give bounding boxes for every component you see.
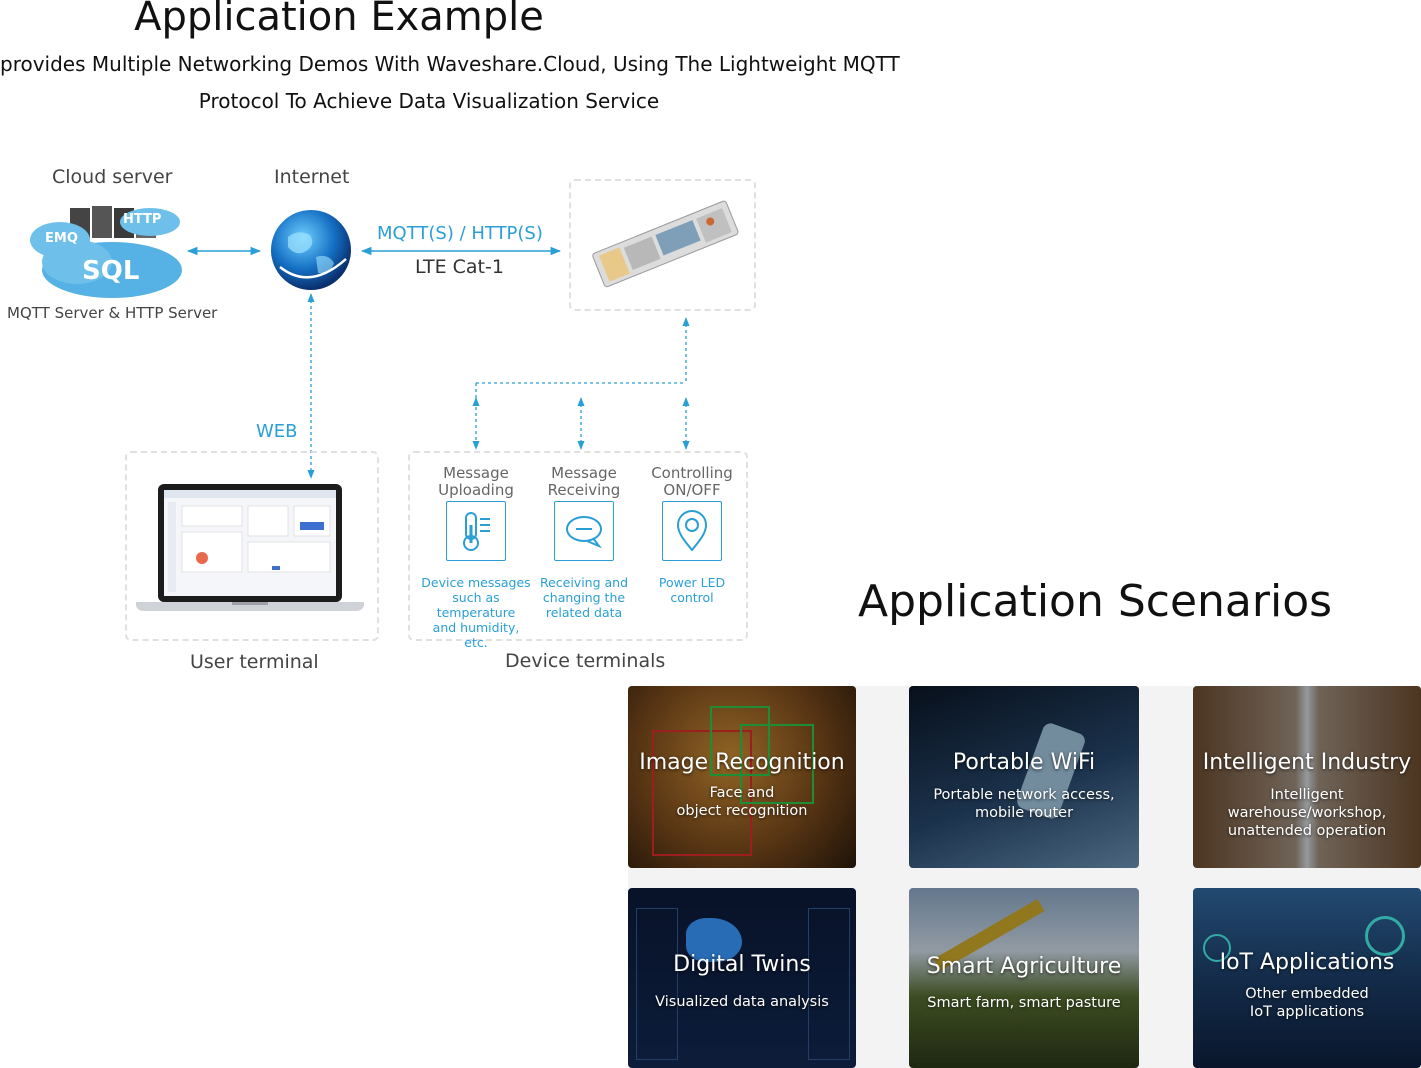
card-title: Portable WiFi	[952, 750, 1096, 775]
card-subtitle: Other embedded IoT applications	[1245, 986, 1369, 1020]
card-subtitle: Visualized data analysis	[655, 994, 829, 1010]
scenario-card-iot-applications: IoT Applications Other embedded IoT appl…	[1193, 888, 1421, 1068]
card-title: Smart Agriculture	[926, 954, 1122, 979]
protocol-label: MQTT(S) / HTTP(S)	[377, 223, 543, 244]
diagram-connectors	[186, 246, 690, 479]
terminal-message-uploading: Message Uploading Device messages such a…	[421, 464, 531, 651]
scenario-card-smart-agriculture: Smart Agriculture Smart farm, smart past…	[909, 888, 1139, 1068]
terminal-controlling: Controlling ON/OFF Power LED control	[637, 464, 747, 606]
globe-icon	[271, 210, 351, 290]
cloud-server-icon	[30, 206, 182, 298]
card-title: IoT Applications	[1219, 950, 1395, 975]
card-subtitle: Intelligent warehouse/workshop, unattend…	[1227, 787, 1387, 839]
scenario-card-image-recognition: Image Recognition Face and object recogn…	[628, 686, 856, 868]
lte-module-image	[592, 200, 739, 288]
scenario-card-portable-wifi: Portable WiFi Portable network access, m…	[909, 686, 1139, 868]
scenario-card-digital-twins: Digital Twins Visualized data analysis	[628, 888, 856, 1068]
card-title: Image Recognition	[639, 750, 845, 775]
terminal-head: Controlling ON/OFF	[651, 464, 733, 499]
cloud-server-label: Cloud server	[52, 166, 173, 188]
card-title: Digital Twins	[673, 952, 811, 977]
user-terminal-box	[125, 451, 379, 641]
internet-label: Internet	[274, 166, 350, 188]
example-subtitle-line-1: provides Multiple Networking Demos With …	[0, 52, 900, 76]
server-caption: MQTT Server & HTTP Server	[7, 304, 218, 322]
card-subtitle: Portable network access, mobile router	[933, 787, 1115, 821]
terminal-desc: Power LED control	[658, 575, 726, 605]
device-terminals-label: Device terminals	[505, 650, 666, 672]
location-pin-icon	[662, 501, 722, 561]
terminal-head: Message Uploading	[438, 464, 514, 499]
card-subtitle: Face and object recognition	[676, 785, 808, 819]
http-badge: HTTP	[123, 212, 162, 227]
card-subtitle: Smart farm, smart pasture	[927, 995, 1121, 1011]
terminal-desc: Receiving and changing the related data	[539, 575, 629, 620]
user-terminal-label: User terminal	[190, 651, 319, 673]
emq-badge: EMQ	[45, 231, 78, 246]
application-scenarios-title: Application Scenarios	[858, 576, 1333, 627]
example-subtitle-line-2: Protocol To Achieve Data Visualization S…	[198, 89, 660, 113]
terminal-message-receiving: Message Receiving Receiving and changing…	[529, 464, 639, 621]
card-title: Intelligent Industry	[1202, 750, 1412, 775]
sql-badge: SQL	[82, 256, 140, 286]
scenario-card-intelligent-industry: Intelligent Industry Intelligent warehou…	[1193, 686, 1421, 868]
terminal-head: Message Receiving	[547, 464, 621, 499]
application-example-title: Application Example	[134, 0, 544, 40]
device-terminals-box	[408, 451, 748, 641]
thermometer-icon	[446, 501, 506, 561]
terminal-desc: Device messages such as temperature and …	[421, 575, 531, 650]
lte-label: LTE Cat-1	[415, 256, 504, 278]
device-module-box	[569, 179, 756, 311]
web-label: WEB	[256, 421, 298, 442]
laptop-icon	[136, 484, 364, 611]
chat-bubble-icon	[554, 501, 614, 561]
